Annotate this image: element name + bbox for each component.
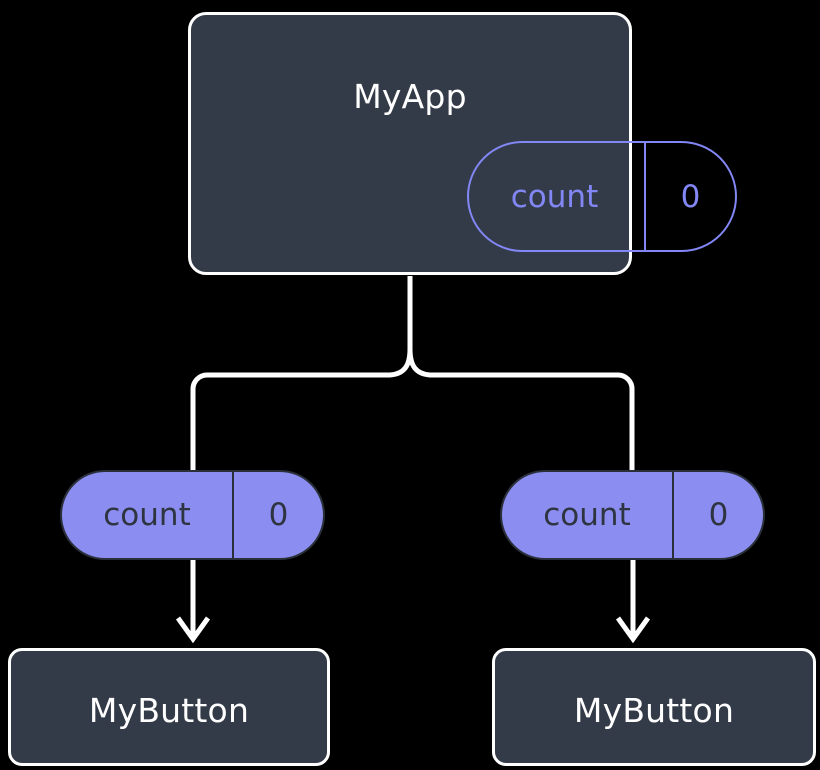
prop-pill-left-count[interactable]: count 0	[60, 470, 325, 560]
prop-pill-key: count	[502, 472, 674, 558]
state-pill-myapp-count[interactable]: count 0	[467, 141, 737, 252]
component-node-myapp[interactable]: MyApp count 0	[188, 12, 737, 275]
arrowhead-left	[175, 616, 211, 644]
component-title-mybutton: MyButton	[88, 691, 250, 730]
component-node-mybutton-left[interactable]: MyButton	[8, 648, 330, 766]
prop-pill-value: 0	[268, 497, 289, 533]
component-title-myapp: MyApp	[353, 77, 467, 116]
edge-fork-left	[190, 348, 413, 470]
state-pill-value: 0	[680, 178, 701, 215]
component-node-mybutton-right[interactable]: MyButton	[492, 648, 816, 766]
component-title-mybutton: MyButton	[573, 691, 735, 730]
arrowhead-right	[615, 616, 651, 644]
edge-fork-right	[407, 348, 635, 470]
state-pill-key: count	[469, 143, 646, 250]
prop-pill-right-count[interactable]: count 0	[500, 470, 765, 560]
prop-pill-value: 0	[708, 497, 729, 533]
prop-pill-key: count	[62, 472, 234, 558]
